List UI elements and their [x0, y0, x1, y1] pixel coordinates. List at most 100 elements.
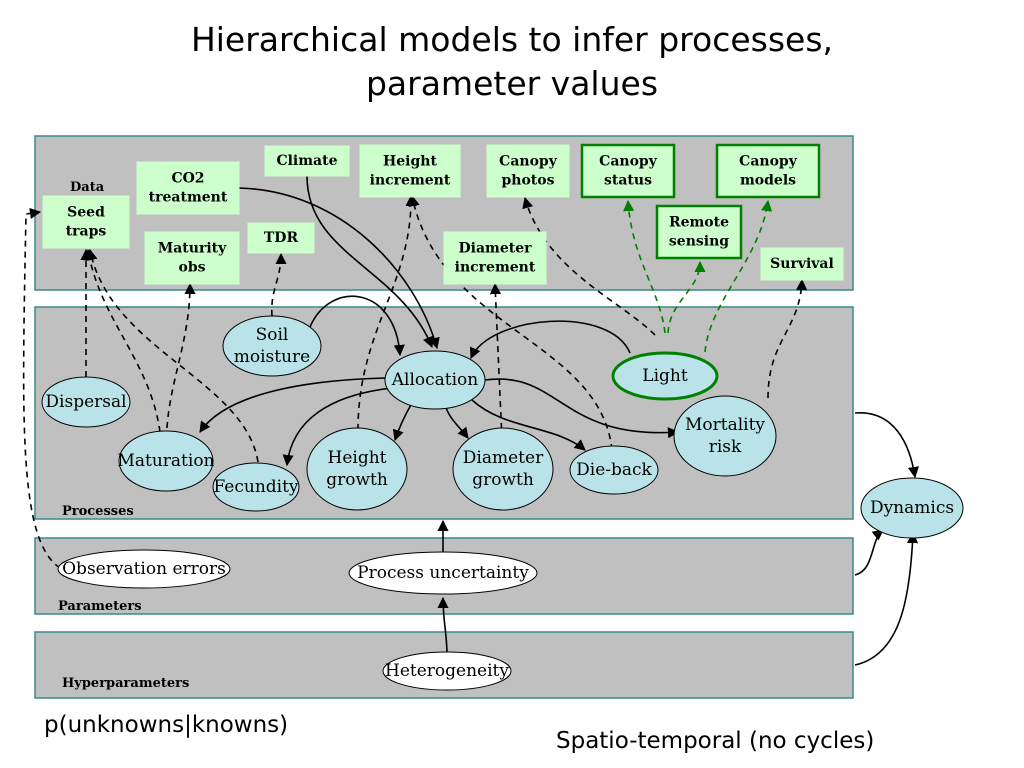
- edge-observation-errors-to-data: [22, 207, 61, 569]
- node-maturation: Maturation: [117, 430, 215, 492]
- node-dispersal: Dispersal: [41, 376, 131, 428]
- node-climate-label: Climate: [276, 153, 337, 169]
- parameter-nodes: Observation errors Process uncertainty H…: [57, 549, 538, 691]
- node-die-back: Die-back: [569, 445, 659, 495]
- node-seed-traps-label: traps: [66, 224, 107, 240]
- node-seed-traps-label: Seed: [67, 205, 105, 221]
- node-canopy-status-shape: [580, 143, 676, 199]
- node-diameter-increment-shape: [443, 231, 547, 285]
- node-maturation-label: Maturation: [117, 451, 214, 471]
- node-dynamics: Dynamics: [860, 477, 964, 539]
- node-canopy-photos: Canopy photos: [486, 144, 570, 198]
- node-canopy-status-label: status: [604, 173, 652, 189]
- node-fecundity: Fecundity: [212, 462, 300, 512]
- node-height-increment: Height increment: [359, 144, 461, 198]
- edge-hyperparameters-to-dynamics: [854, 531, 919, 666]
- node-maturity-obs-label: obs: [178, 260, 205, 276]
- edge-maturation-to-maturity-obs: [166, 282, 196, 429]
- node-tdr-label: TDR: [264, 230, 299, 246]
- node-die-back-shape: [569, 445, 659, 495]
- node-remote-sensing-shape: [655, 204, 743, 260]
- edge-light-to-canopy-photos: [522, 196, 656, 336]
- node-canopy-models-shape: [715, 143, 821, 199]
- node-co2-treatment-shape: [136, 161, 240, 215]
- node-maturity-obs-label: Maturity: [158, 241, 227, 257]
- node-soil-moisture-shape: [222, 315, 322, 377]
- edge-light-to-allocation: [469, 320, 631, 360]
- node-height-growth-label: Height: [328, 448, 387, 468]
- node-mortality-risk-label: risk: [709, 437, 742, 457]
- node-canopy-status-label: Canopy: [599, 154, 658, 170]
- node-soil-moisture-label: Soil: [256, 325, 289, 345]
- edge-allocation-to-height-growth: [392, 402, 413, 442]
- node-process-uncertainty-shape: [348, 551, 538, 595]
- node-dispersal-label: Dispersal: [45, 392, 126, 412]
- node-canopy-status: Canopy status: [580, 143, 676, 199]
- edge-dieback-to-height-increment: [408, 194, 613, 451]
- processes-panel-label: Processes: [62, 504, 134, 519]
- node-soil-moisture-label: moisture: [234, 347, 310, 367]
- hyperparameters-panel-label: Hyperparameters: [62, 676, 189, 691]
- node-fecundity-shape: [212, 462, 300, 512]
- edge-maturation-to-seed-traps: [84, 248, 161, 433]
- node-observation-errors-label: Observation errors: [62, 559, 226, 579]
- node-heterogeneity: Heterogeneity: [382, 651, 512, 691]
- edge-allocation-to-maturation: [199, 377, 388, 433]
- node-allocation-shape: [384, 350, 486, 410]
- node-tdr-shape: [247, 222, 315, 254]
- node-light: Light: [611, 351, 719, 401]
- node-diameter-growth-label: growth: [472, 470, 534, 490]
- node-canopy-photos-label: Canopy: [499, 154, 558, 170]
- edge-light-to-remote-sensing: [667, 260, 706, 334]
- node-height-growth-shape: [306, 427, 408, 511]
- node-survival-label: Survival: [770, 256, 834, 272]
- node-height-increment-label: increment: [370, 173, 451, 189]
- node-diameter-growth-shape: [452, 427, 554, 511]
- node-process-uncertainty-label: Process uncertainty: [357, 563, 529, 583]
- node-mortality-risk-label: Mortality: [685, 415, 765, 435]
- node-survival: Survival: [760, 247, 844, 281]
- node-seed-traps: Seed traps: [42, 195, 130, 249]
- edge-soil-to-tdr: [270, 252, 287, 317]
- edge-soil-to-allocation: [309, 295, 405, 357]
- edge-allocation-to-mortality: [484, 378, 680, 439]
- node-remote-sensing-label: sensing: [669, 234, 729, 250]
- edge-parameters-to-dynamics: [854, 529, 884, 576]
- node-light-label: Light: [642, 366, 688, 386]
- node-maturity-obs: Maturity obs: [144, 231, 240, 285]
- edge-diameter-growth-to-diameter-increment: [489, 282, 503, 441]
- node-height-increment-label: Height: [383, 154, 437, 170]
- node-dynamics-label: Dynamics: [870, 498, 954, 518]
- data-panel-label: Data: [70, 180, 105, 195]
- node-seed-traps-shape: [42, 195, 130, 249]
- edges: [22, 175, 919, 666]
- node-diameter-increment-label: Diameter: [458, 241, 532, 257]
- node-die-back-label: Die-back: [576, 460, 652, 480]
- node-canopy-photos-label: photos: [502, 173, 555, 189]
- node-allocation-label: Allocation: [391, 370, 479, 390]
- node-allocation: Allocation: [384, 350, 486, 410]
- node-climate: Climate: [264, 145, 350, 177]
- node-dynamics-shape: [860, 477, 964, 539]
- node-heterogeneity-label: Heterogeneity: [385, 661, 509, 681]
- node-maturation-shape: [118, 430, 214, 492]
- node-observation-errors: Observation errors: [57, 549, 231, 589]
- edge-heterogeneity-to-process-uncertainty: [437, 596, 449, 655]
- node-maturity-obs-shape: [144, 231, 240, 285]
- edge-co2-to-allocation: [237, 187, 440, 350]
- edge-climate-to-allocation: [306, 175, 434, 349]
- node-process-uncertainty: Process uncertainty: [348, 551, 538, 595]
- node-heterogeneity-shape: [382, 651, 512, 691]
- node-canopy-models-label: Canopy: [739, 154, 798, 170]
- node-survival-shape: [760, 247, 844, 281]
